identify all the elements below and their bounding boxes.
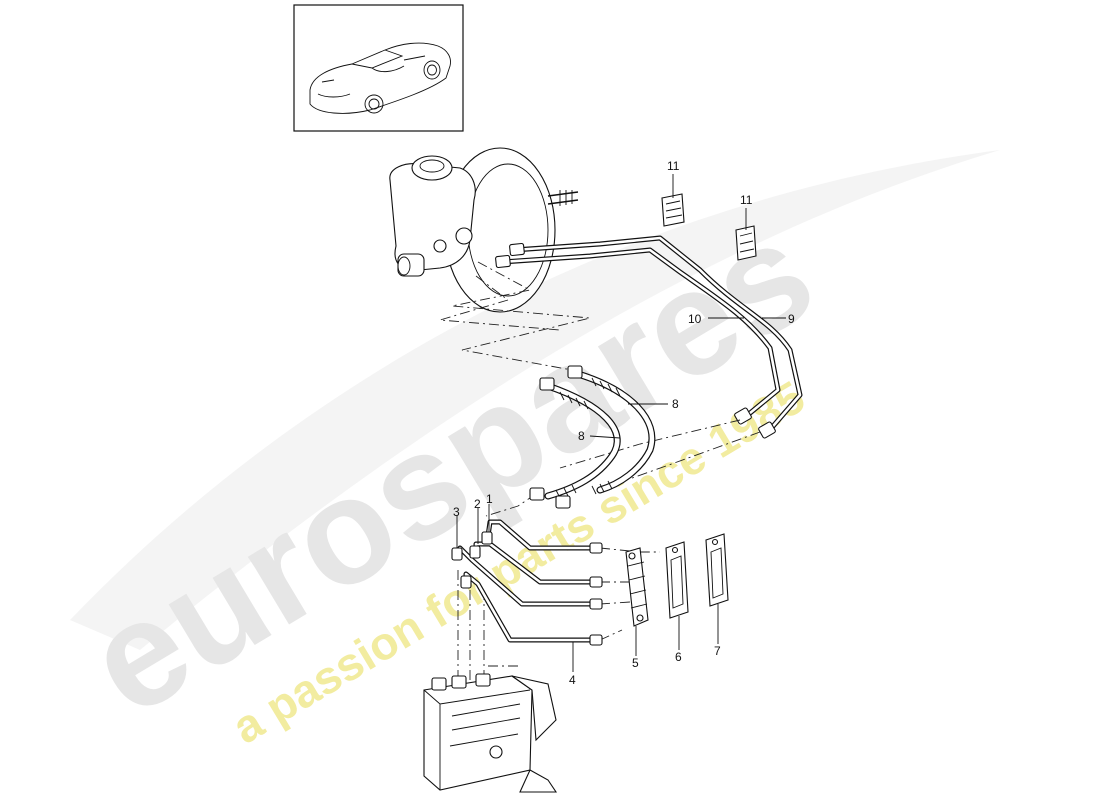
- cylinder-bolt: [455, 227, 473, 245]
- hose-fittings: [529, 365, 583, 509]
- callout-4: 4: [569, 673, 576, 687]
- pushrod-thread: [559, 190, 573, 206]
- watermark-swoosh: [70, 150, 1000, 650]
- callout-8-lower: 8: [578, 429, 585, 443]
- reservoir-cap-top: [419, 159, 445, 173]
- brake-hose-8-lower: [544, 382, 621, 500]
- callout-11-upper: 11: [667, 159, 680, 173]
- vehicle-thumbnail: [293, 4, 464, 132]
- callout-8-upper: 8: [672, 397, 679, 411]
- brake-booster-assembly: [389, 147, 579, 313]
- callout-6: 6: [675, 650, 682, 664]
- reservoir-cap: [411, 155, 453, 181]
- brake-hose-8-upper: [574, 370, 656, 495]
- abs-pipe-fittings: [451, 531, 603, 646]
- gasket-6: [665, 541, 689, 619]
- brake-pipe-9: [511, 235, 803, 435]
- brake-pipe-10: [499, 247, 781, 421]
- hydraulic-control-unit: [423, 673, 558, 793]
- cylinder-bolt: [433, 239, 447, 253]
- retaining-clip-lower: [735, 225, 757, 261]
- callout-3: 3: [453, 505, 460, 519]
- pipe-holder-5: [625, 547, 649, 627]
- car-icon: [309, 42, 451, 114]
- gasket-7: [705, 533, 729, 607]
- booster-pushrod: [547, 191, 579, 205]
- callout-1: 1: [486, 492, 493, 506]
- callout-leaders: [456, 174, 786, 672]
- callout-2: 2: [474, 497, 481, 511]
- callout-5: 5: [632, 656, 639, 670]
- callout-labels: 11 11 10 9 8 8 3 2 1 4 5 6 7: [453, 159, 795, 687]
- retaining-clip-upper: [661, 193, 685, 227]
- callout-11-lower: 11: [740, 193, 753, 207]
- callout-10: 10: [688, 312, 702, 326]
- callout-7: 7: [714, 644, 721, 658]
- callout-9: 9: [788, 312, 795, 326]
- cylinder-outlet: [397, 256, 411, 276]
- thumbnail-frame: [293, 4, 464, 132]
- pipe-fittings-upper: [495, 242, 776, 439]
